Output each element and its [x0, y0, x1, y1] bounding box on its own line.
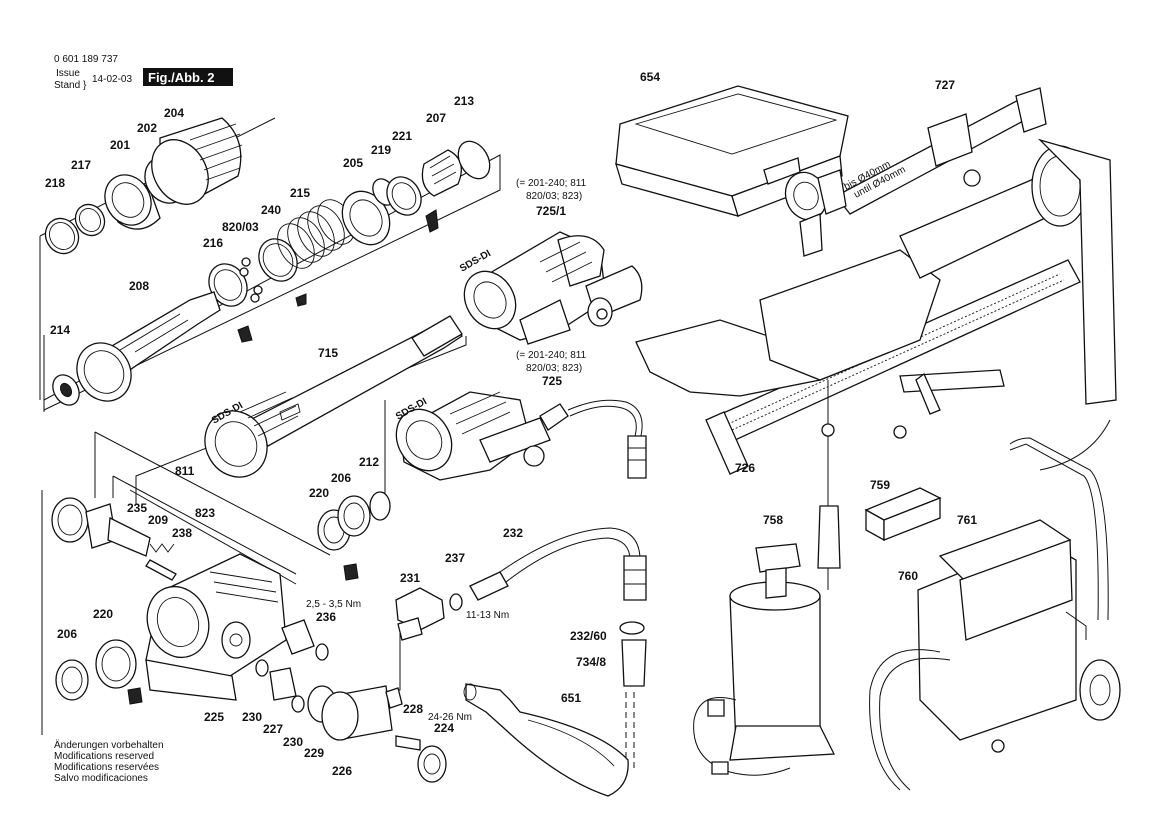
filter-block-759 — [864, 487, 942, 542]
group-note-725-label: 725 — [542, 374, 562, 388]
part-labels: 218 217 201 202 204 216 820/03 240 215 2… — [45, 70, 977, 778]
header-brace: } — [83, 80, 87, 91]
part-label: 820/03 — [222, 220, 259, 234]
part-label: 202 — [137, 121, 157, 135]
part-label: 207 — [426, 111, 446, 125]
part-label: 205 — [343, 156, 363, 170]
group-note-725-line2: 820/03; 823) — [526, 363, 582, 374]
torque-note-237: 11-13 Nm — [466, 610, 509, 621]
part-label: 220 — [309, 486, 329, 500]
part-label: 201 — [110, 138, 130, 152]
footer-note-en: Modifications reserved — [54, 751, 154, 762]
part-label: 208 — [129, 279, 149, 293]
drill-unit-725-1 — [463, 231, 643, 345]
part-label: 215 — [290, 186, 310, 200]
part-label: 230 — [242, 710, 262, 724]
issue-date: 14-02-03 — [92, 74, 132, 85]
wet-vacuum-760 — [869, 437, 1121, 791]
part-label: 715 — [318, 346, 338, 360]
part-label: 221 — [392, 129, 412, 143]
part-label: 206 — [57, 627, 77, 641]
part-label: 759 — [870, 478, 890, 492]
part-label: 726 — [735, 461, 755, 475]
footer-note-es: Salvo modificaciones — [54, 773, 148, 784]
shaft-208 — [52, 291, 221, 406]
water-connection — [395, 527, 647, 770]
sds-mark-725-1: SDS-DI — [458, 248, 493, 275]
carry-case-654 — [615, 85, 849, 217]
part-label: 758 — [763, 513, 783, 527]
footer-notes: Änderungen vorbehalten Modifications res… — [54, 739, 164, 784]
drill-unit-725 — [395, 391, 647, 481]
part-label: 231 — [400, 571, 420, 585]
part-label: 654 — [640, 70, 660, 84]
footer-note-de: Änderungen vorbehalten — [54, 739, 164, 751]
figure-tag-bg — [143, 68, 233, 86]
issue-label: Issue — [56, 68, 80, 79]
document-header: 0 601 189 737 Issue Stand } 14-02-03 Fig… — [54, 54, 233, 91]
part-label: 760 — [898, 569, 918, 583]
part-label: 227 — [263, 722, 283, 736]
part-label: 217 — [71, 158, 91, 172]
part-label: 232 — [503, 526, 523, 540]
part-label: 204 — [164, 106, 184, 120]
doc-number: 0 601 189 737 — [54, 54, 118, 65]
part-label: 727 — [935, 78, 955, 92]
part-label: 823 — [195, 506, 215, 520]
stand-label: Stand — [54, 80, 80, 91]
drill-rig-726 — [635, 138, 1117, 590]
drill-shaft-715 — [204, 315, 463, 478]
group-note-725-1-label: 725/1 — [536, 204, 566, 218]
part-label: 236 — [316, 610, 336, 624]
lower-assembly — [51, 491, 447, 783]
part-label: 206 — [331, 471, 351, 485]
part-label: 216 — [203, 236, 223, 250]
part-label: 209 — [148, 513, 168, 527]
part-label: 232/60 — [570, 629, 607, 643]
part-label: 219 — [371, 143, 391, 157]
part-label: 229 — [304, 746, 324, 760]
part-label: 226 — [332, 764, 352, 778]
footer-note-fr: Modifications reservées — [54, 762, 159, 773]
part-label: 811 — [175, 464, 195, 478]
part-label: 734/8 — [576, 655, 606, 669]
torque-note-228: 24-26 Nm — [428, 712, 472, 723]
chuck-parts-top — [44, 117, 491, 343]
part-label: 761 — [957, 513, 977, 527]
part-label: 228 — [403, 702, 423, 716]
part-label: 212 — [359, 455, 379, 469]
water-tank-758 — [693, 543, 836, 776]
group-note-725-line1: (= 201-240; 811 — [516, 350, 587, 361]
side-handle-651 — [463, 683, 629, 797]
part-label: 651 — [561, 691, 581, 705]
torque-note-236: 2,5 - 3,5 Nm — [306, 599, 361, 610]
part-label: 238 — [172, 526, 192, 540]
part-label: 224 — [434, 721, 454, 735]
part-label: 220 — [93, 607, 113, 621]
part-label: 230 — [283, 735, 303, 749]
part-label: 225 — [204, 710, 224, 724]
part-label: 240 — [261, 203, 281, 217]
part-label: 213 — [454, 94, 474, 108]
part-label: 218 — [45, 176, 65, 190]
figure-tag: Fig./Abb. 2 — [148, 70, 214, 85]
group-note-725-1-line1: (= 201-240; 811 — [516, 178, 587, 189]
part-label: 237 — [445, 551, 465, 565]
part-label: 235 — [127, 501, 147, 515]
group-note-725-1-line2: 820/03; 823) — [526, 191, 582, 202]
part-label: 214 — [50, 323, 70, 337]
